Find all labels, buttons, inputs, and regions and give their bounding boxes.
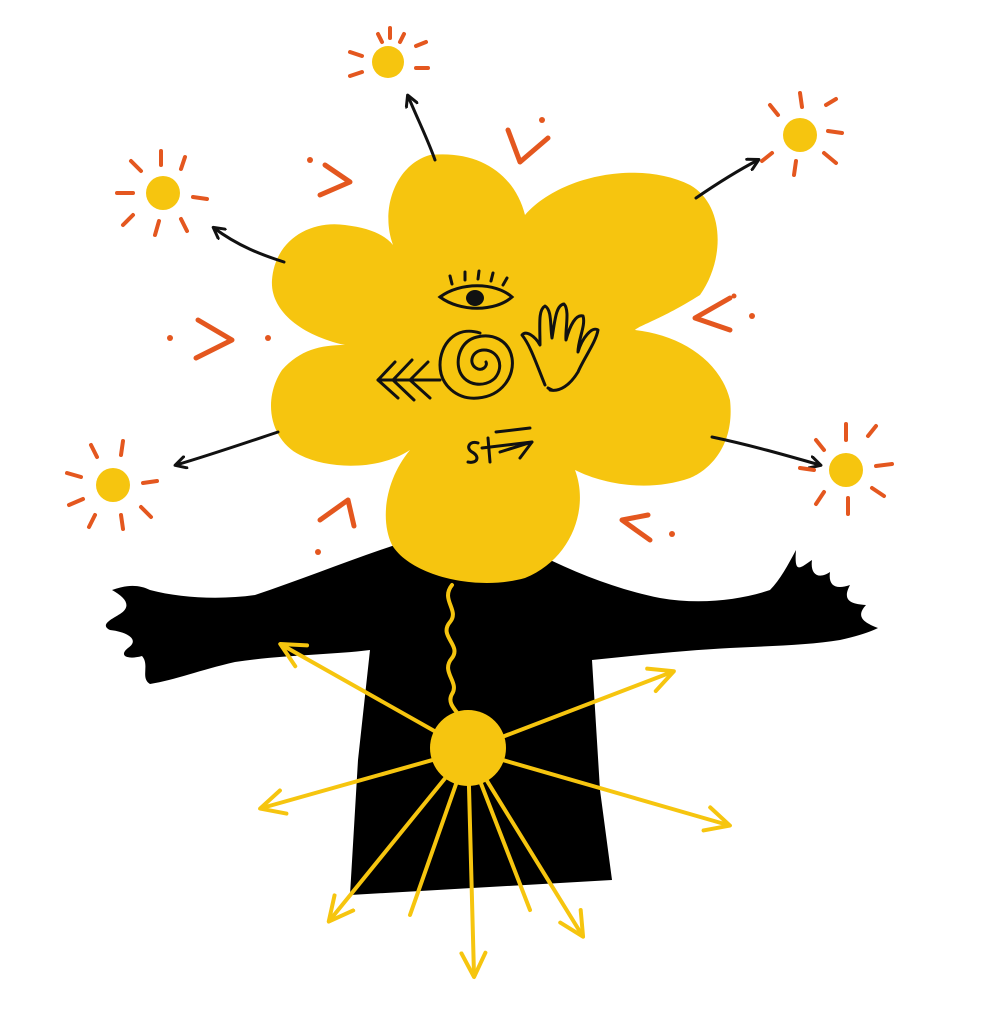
sun-icon [798,422,894,516]
accent-chevron [505,127,551,165]
accent-chevron [193,317,235,361]
accent-dot [307,157,313,163]
head-arrow [694,160,758,200]
accent-dot [749,313,755,319]
head-arrows [176,96,820,465]
body-arrow [326,748,470,924]
sun-icon [65,439,159,531]
sun-icon [760,91,844,177]
accent-chevron [317,497,357,529]
body-arrow [459,748,488,979]
sun-icon [115,149,209,237]
torso [105,539,879,895]
body-sun [258,642,732,979]
head-arrow [176,430,280,465]
accent-dot [315,549,321,555]
body-arrow [466,748,732,833]
head-arrow [710,435,820,465]
sun-icon [348,26,430,78]
squiggle-neck [444,583,466,724]
accent-dot [731,293,737,299]
accent-chevron [692,295,733,333]
body-silhouette [105,539,879,895]
hand-icon [520,302,600,392]
chevron-arrow-icon [376,358,442,402]
signature-squiggle [466,426,534,464]
eye-icon [437,269,515,310]
accent-dot [669,531,675,537]
accent-chevron [317,162,353,198]
accent-chevron [619,512,653,543]
accent-dot [265,335,271,341]
accent-dot [539,117,545,123]
head-arrow [408,96,437,162]
head-arrow [214,228,286,264]
spiral-icon [438,329,514,400]
body-sun-disc [430,710,506,786]
accent-marks [167,117,755,555]
accent-dot [167,335,173,341]
